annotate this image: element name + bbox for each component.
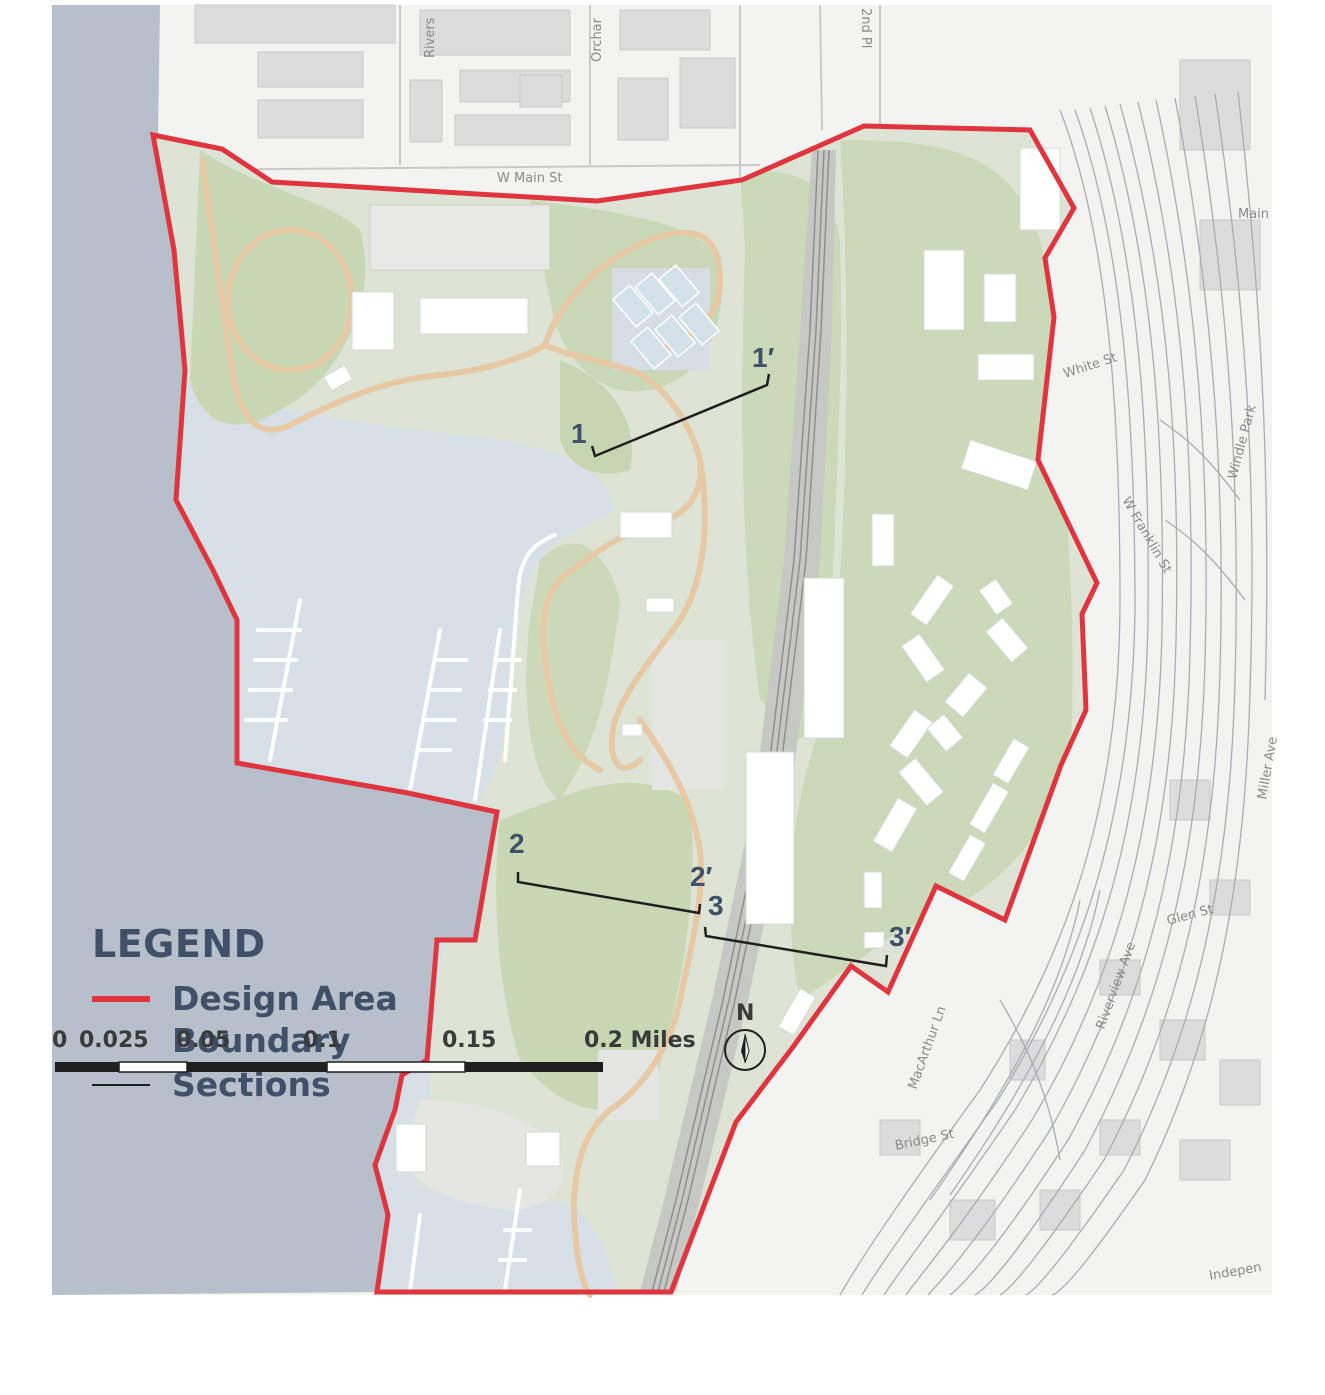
street-label-w-main-st: W Main St bbox=[497, 171, 563, 186]
legend-title: LEGEND bbox=[92, 922, 266, 966]
scale-segment-5 bbox=[465, 1062, 603, 1072]
section-3-end-label: 3′ bbox=[889, 921, 912, 952]
scale-segment-3 bbox=[187, 1062, 327, 1072]
legend-boundary-label: Design Area Boundary bbox=[172, 978, 398, 1062]
section-1-label: 1 bbox=[571, 418, 587, 449]
section-2-label: 2 bbox=[509, 828, 525, 859]
design-area-boundary bbox=[149, 123, 1100, 1295]
street-label-main: Main bbox=[1238, 207, 1269, 222]
street-label-orchard: Orchar bbox=[590, 17, 605, 62]
scale-segment-2 bbox=[118, 1061, 188, 1073]
legend-boundary-line2: Boundary bbox=[172, 1021, 351, 1060]
section-2-end-label: 2′ bbox=[690, 861, 713, 892]
section-line-1 bbox=[590, 373, 771, 458]
scale-tick-02-miles: 0.2 Miles bbox=[584, 1028, 696, 1053]
scale-tick-0025: 0.025 bbox=[79, 1028, 149, 1053]
section-line-3 bbox=[703, 926, 889, 968]
scale-tick-015: 0.15 bbox=[442, 1028, 497, 1053]
section-3-label: 3 bbox=[708, 890, 724, 921]
scale-bar bbox=[55, 1061, 603, 1073]
street-label-2nd-pl: 2nd Pl bbox=[858, 8, 873, 48]
north-arrow-icon bbox=[724, 1029, 766, 1071]
tennis-courts bbox=[611, 264, 721, 370]
legend-boundary-swatch bbox=[92, 996, 150, 1002]
legend-boundary-line1: Design Area bbox=[172, 979, 398, 1018]
marina-docks bbox=[244, 533, 557, 1292]
section-labels: 1 1′ 2 2′ 3 3′ bbox=[509, 342, 912, 952]
section-lines bbox=[516, 373, 889, 968]
scale-segment-1 bbox=[55, 1062, 119, 1072]
scale-segment-4 bbox=[326, 1061, 466, 1073]
scale-tick-0: 0 bbox=[52, 1028, 68, 1053]
contour-lines bbox=[839, 91, 1268, 1296]
streets-linework bbox=[159, 4, 881, 180]
north-letter: N bbox=[736, 1001, 755, 1026]
street-label-rivers: Rivers bbox=[423, 17, 438, 58]
city-blocks bbox=[194, 4, 1261, 1241]
section-line-2 bbox=[516, 872, 702, 915]
buildings bbox=[322, 147, 1061, 1173]
section-1-end-label: 1′ bbox=[752, 342, 775, 373]
water-area bbox=[52, 5, 497, 1295]
legend-sections-swatch bbox=[92, 1084, 150, 1086]
scale-tick-01: 0.1 bbox=[303, 1028, 342, 1053]
scale-tick-005: 0.05 bbox=[176, 1028, 231, 1053]
